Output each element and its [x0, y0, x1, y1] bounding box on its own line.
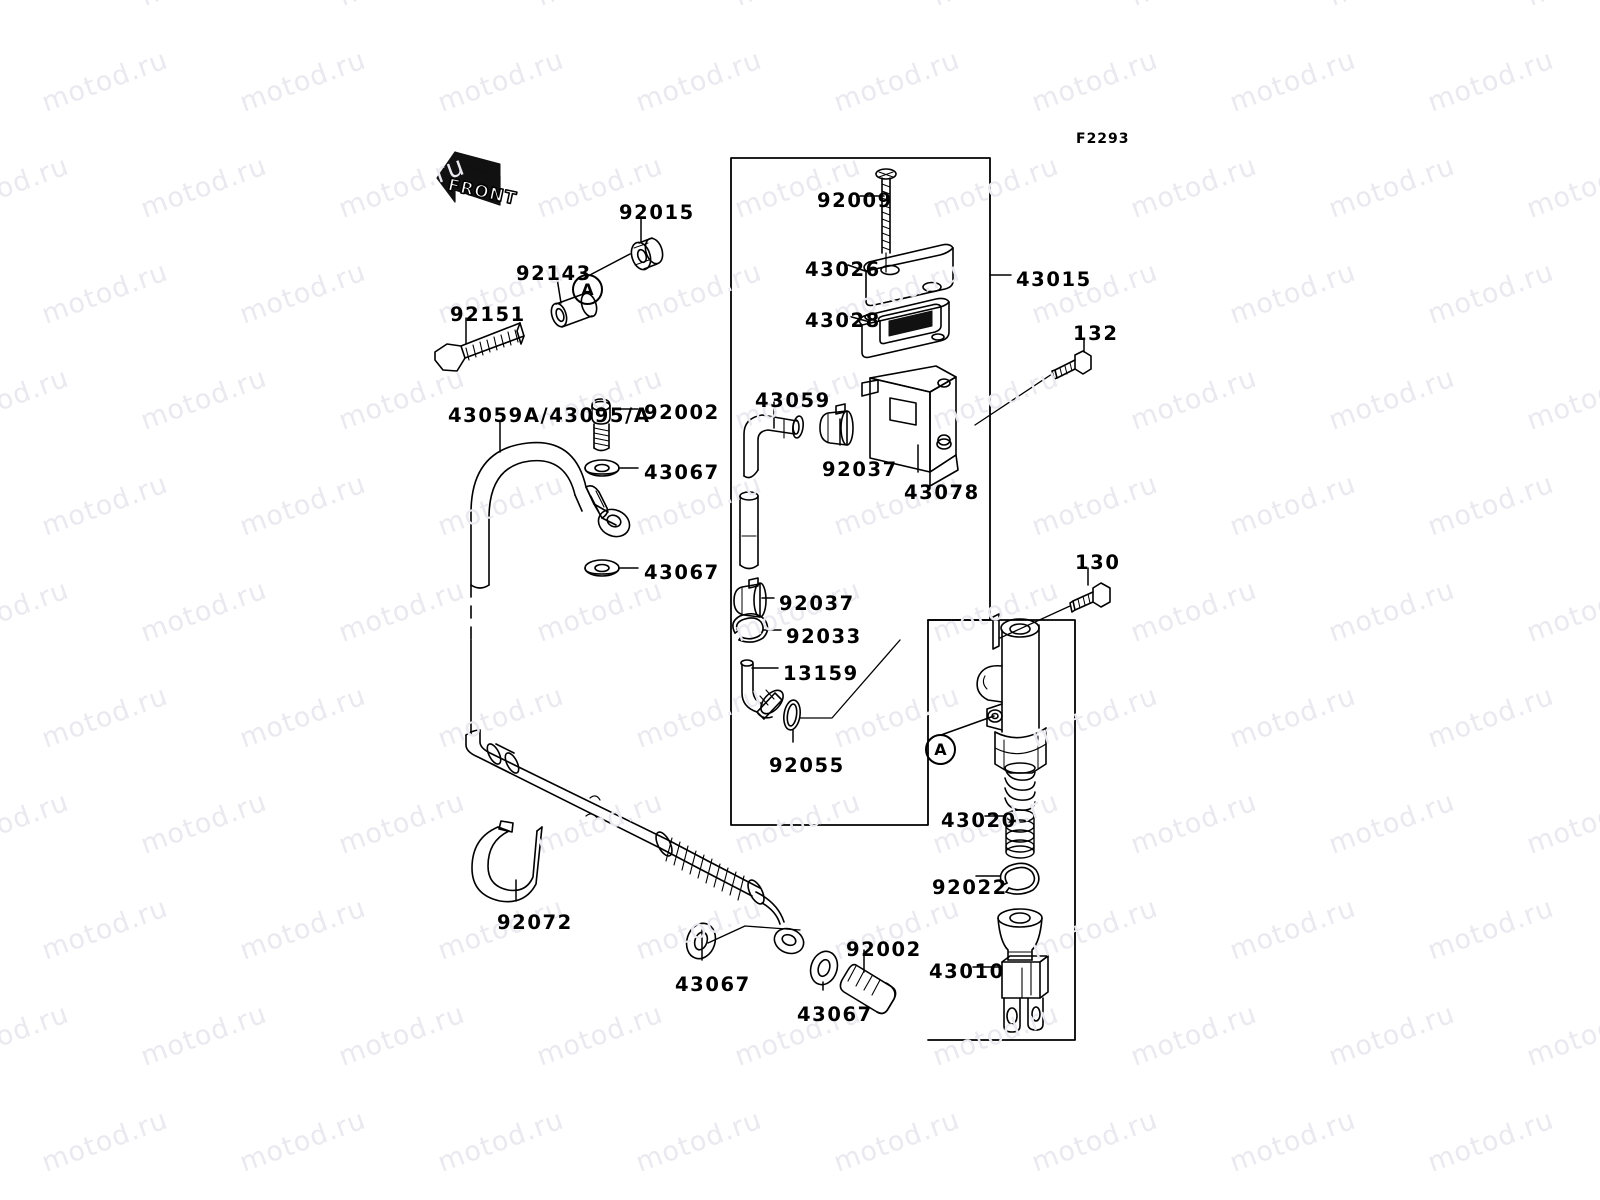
part-label-diaphragm[interactable]: 43028	[805, 309, 881, 332]
part-92072-clamp	[471, 820, 543, 903]
part-master-cylinder-body	[976, 613, 1047, 774]
part-43067-washer-3	[685, 922, 717, 960]
part-label-master-cylinder-assy[interactable]: 43015	[1016, 268, 1092, 291]
callout-marker-a: A	[572, 274, 603, 305]
part-label-collar[interactable]: 92143	[516, 262, 592, 285]
part-43078-bracket	[861, 365, 959, 487]
part-label-joint[interactable]: 13159	[783, 662, 859, 685]
part-43067-washer-2	[584, 559, 620, 577]
part-43020-piston	[1004, 762, 1036, 859]
part-label-bolt-130[interactable]: 130	[1075, 551, 1121, 574]
part-label-snap-ring[interactable]: 92033	[786, 625, 862, 648]
part-92037-clamp-upper	[819, 403, 854, 446]
part-13159-joint	[740, 659, 784, 720]
part-92033-snap-ring	[732, 612, 769, 643]
callout-marker-a: A	[925, 734, 956, 765]
part-92055-oring	[783, 699, 801, 731]
part-brake-hose	[470, 441, 631, 736]
leader-lines	[465, 195, 1089, 991]
part-92022-circlip	[999, 862, 1040, 895]
part-label-clamp[interactable]: 92072	[497, 911, 573, 934]
part-label-reservoir-cap[interactable]: 43026	[805, 258, 881, 281]
part-43010-pushrod	[997, 908, 1049, 1033]
part-label-screw[interactable]: 92009	[817, 189, 893, 212]
part-label-brake-hose[interactable]: 43059A/43095/A	[448, 404, 651, 427]
part-92015-nut	[630, 237, 664, 271]
part-label-nut[interactable]: 92015	[619, 201, 695, 224]
part-label-piston-assy[interactable]: 43020	[941, 809, 1017, 832]
part-43067-washer-4	[809, 950, 839, 986]
part-label-circlip[interactable]: 92022	[932, 876, 1008, 899]
part-label-banjo-bolt-upper[interactable]: 92002	[644, 401, 720, 424]
diagram-code: F2293	[1076, 131, 1130, 147]
part-132-bolt	[1051, 350, 1092, 380]
part-43028-diaphragm	[858, 297, 950, 359]
part-label-washer-upper-1[interactable]: 43067	[644, 461, 720, 484]
part-label-reservoir-bracket[interactable]: 43078	[904, 481, 980, 504]
part-label-reservoir-hose[interactable]: 43059	[755, 389, 831, 412]
part-92002-upper-bolt	[591, 398, 611, 452]
part-92151-bolt	[434, 322, 525, 372]
part-label-banjo-bolt-lower[interactable]: 92002	[846, 938, 922, 961]
part-92009-screw	[875, 168, 897, 273]
part-43059-hose	[743, 414, 804, 479]
part-43067-washer-1	[584, 459, 620, 477]
part-label-washer-lower-2[interactable]: 43067	[797, 1003, 873, 1026]
part-label-hose-clamp-upper[interactable]: 92037	[822, 458, 898, 481]
part-label-o-ring[interactable]: 92055	[769, 754, 845, 777]
part-43026-cap	[863, 243, 954, 307]
part-130-bolt	[1069, 582, 1111, 613]
assembly-box-lower-right	[927, 619, 1076, 1041]
part-label-bolt[interactable]: 92151	[450, 303, 526, 326]
part-label-hose-clamp-lower[interactable]: 92037	[779, 592, 855, 615]
part-label-push-rod[interactable]: 43010	[929, 960, 1005, 983]
part-label-washer-upper-2[interactable]: 43067	[644, 561, 720, 584]
part-rod-assembly	[465, 729, 805, 955]
part-label-washer-lower-1[interactable]: 43067	[675, 973, 751, 996]
part-tube-segment	[739, 491, 759, 570]
part-92002-lower-bolt	[839, 963, 897, 1015]
part-label-bolt-132[interactable]: 132	[1073, 322, 1119, 345]
